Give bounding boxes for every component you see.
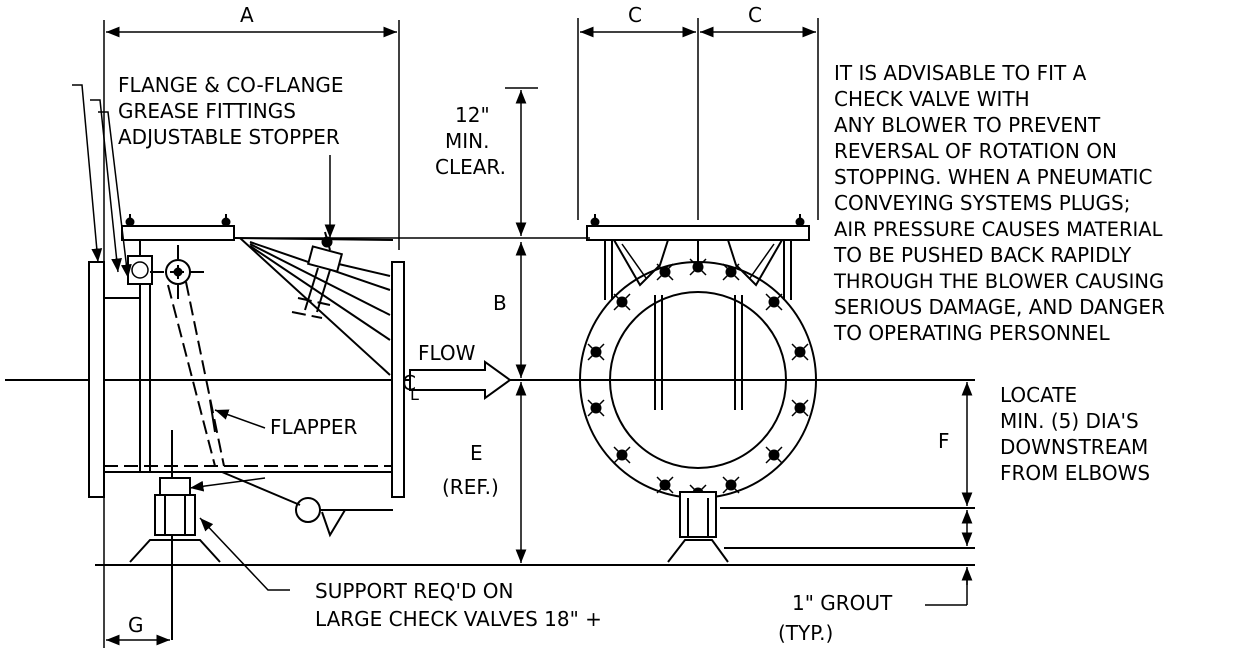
advisory-line: CONVEYING SYSTEMS PLUGS;: [834, 191, 1130, 215]
grout-label-line2: (TYP.): [778, 621, 833, 645]
side-view: [88, 214, 405, 640]
support-label-line1: SUPPORT REQ'D ON: [315, 579, 513, 603]
dim-b: B: [493, 291, 507, 315]
advisory-line: ANY BLOWER TO PREVENT: [834, 113, 1101, 137]
flange-label-line2: GREASE FITTINGS: [118, 99, 296, 123]
grout-label-line1: 1" GROUT: [792, 591, 893, 615]
advisory-line: THROUGH THE BLOWER CAUSING: [833, 270, 1164, 293]
locate-note: LOCATE MIN. (5) DIA'S DOWNSTREAM FROM EL…: [1000, 383, 1150, 485]
locate-line: DOWNSTREAM: [1000, 435, 1148, 459]
advisory-line: STOPPING. WHEN A PNEUMATIC: [834, 165, 1152, 189]
support-label-line2: LARGE CHECK VALVES 18" +: [315, 607, 602, 631]
flange-label-line1: FLANGE & CO-FLANGE: [118, 73, 344, 97]
flow-arrow: [409, 360, 512, 400]
drain-ball: [295, 497, 321, 523]
dim-a: A: [240, 3, 254, 27]
dim-g: G: [128, 613, 144, 637]
dimension-labels: A C C B E (REF.) F G: [128, 3, 950, 637]
advisory-line: CHECK VALVE WITH: [834, 87, 1030, 111]
dim-e: E: [470, 441, 483, 465]
inlet-flange: [88, 261, 105, 498]
advisory-line: IT IS ADVISABLE TO FIT A: [834, 61, 1087, 85]
clear-label-line3: CLEAR.: [435, 155, 506, 179]
dim-c-left: C: [628, 3, 642, 27]
advisory-line: SERIOUS DAMAGE, AND DANGER: [834, 295, 1165, 319]
advisory-line: TO BE PUSHED BACK RAPIDLY: [833, 243, 1132, 267]
dim-f: F: [938, 429, 950, 453]
clear-label-line2: MIN.: [445, 129, 489, 153]
outlet-flange: [391, 261, 405, 498]
clear-label-line1: 12": [455, 103, 490, 127]
centerline-c: C: [402, 371, 416, 395]
locate-line: FROM ELBOWS: [1000, 461, 1150, 485]
advisory-line: AIR PRESSURE CAUSES MATERIAL: [834, 218, 1163, 241]
front-view: [579, 214, 975, 563]
flange-label-line3: ADJUSTABLE STOPPER: [118, 125, 340, 149]
dim-c-right: C: [748, 3, 762, 27]
centerline-l: L: [410, 385, 419, 404]
dim-e-ref: (REF.): [442, 475, 499, 499]
flapper-label: FLAPPER: [270, 415, 358, 439]
locate-line: MIN. (5) DIA'S: [1000, 409, 1139, 433]
advisory-line: TO OPERATING PERSONNEL: [833, 321, 1110, 345]
advisory-note: IT IS ADVISABLE TO FIT A CHECK VALVE WIT…: [833, 61, 1165, 345]
advisory-line: REVERSAL OF ROTATION ON: [834, 139, 1117, 163]
dimension-lines: [72, 18, 973, 648]
flow-label: FLOW: [418, 341, 476, 365]
front-bore: [609, 291, 787, 469]
locate-line: LOCATE: [1000, 383, 1077, 407]
callout-labels: FLANGE & CO-FLANGE GREASE FITTINGS ADJUS…: [118, 73, 893, 645]
